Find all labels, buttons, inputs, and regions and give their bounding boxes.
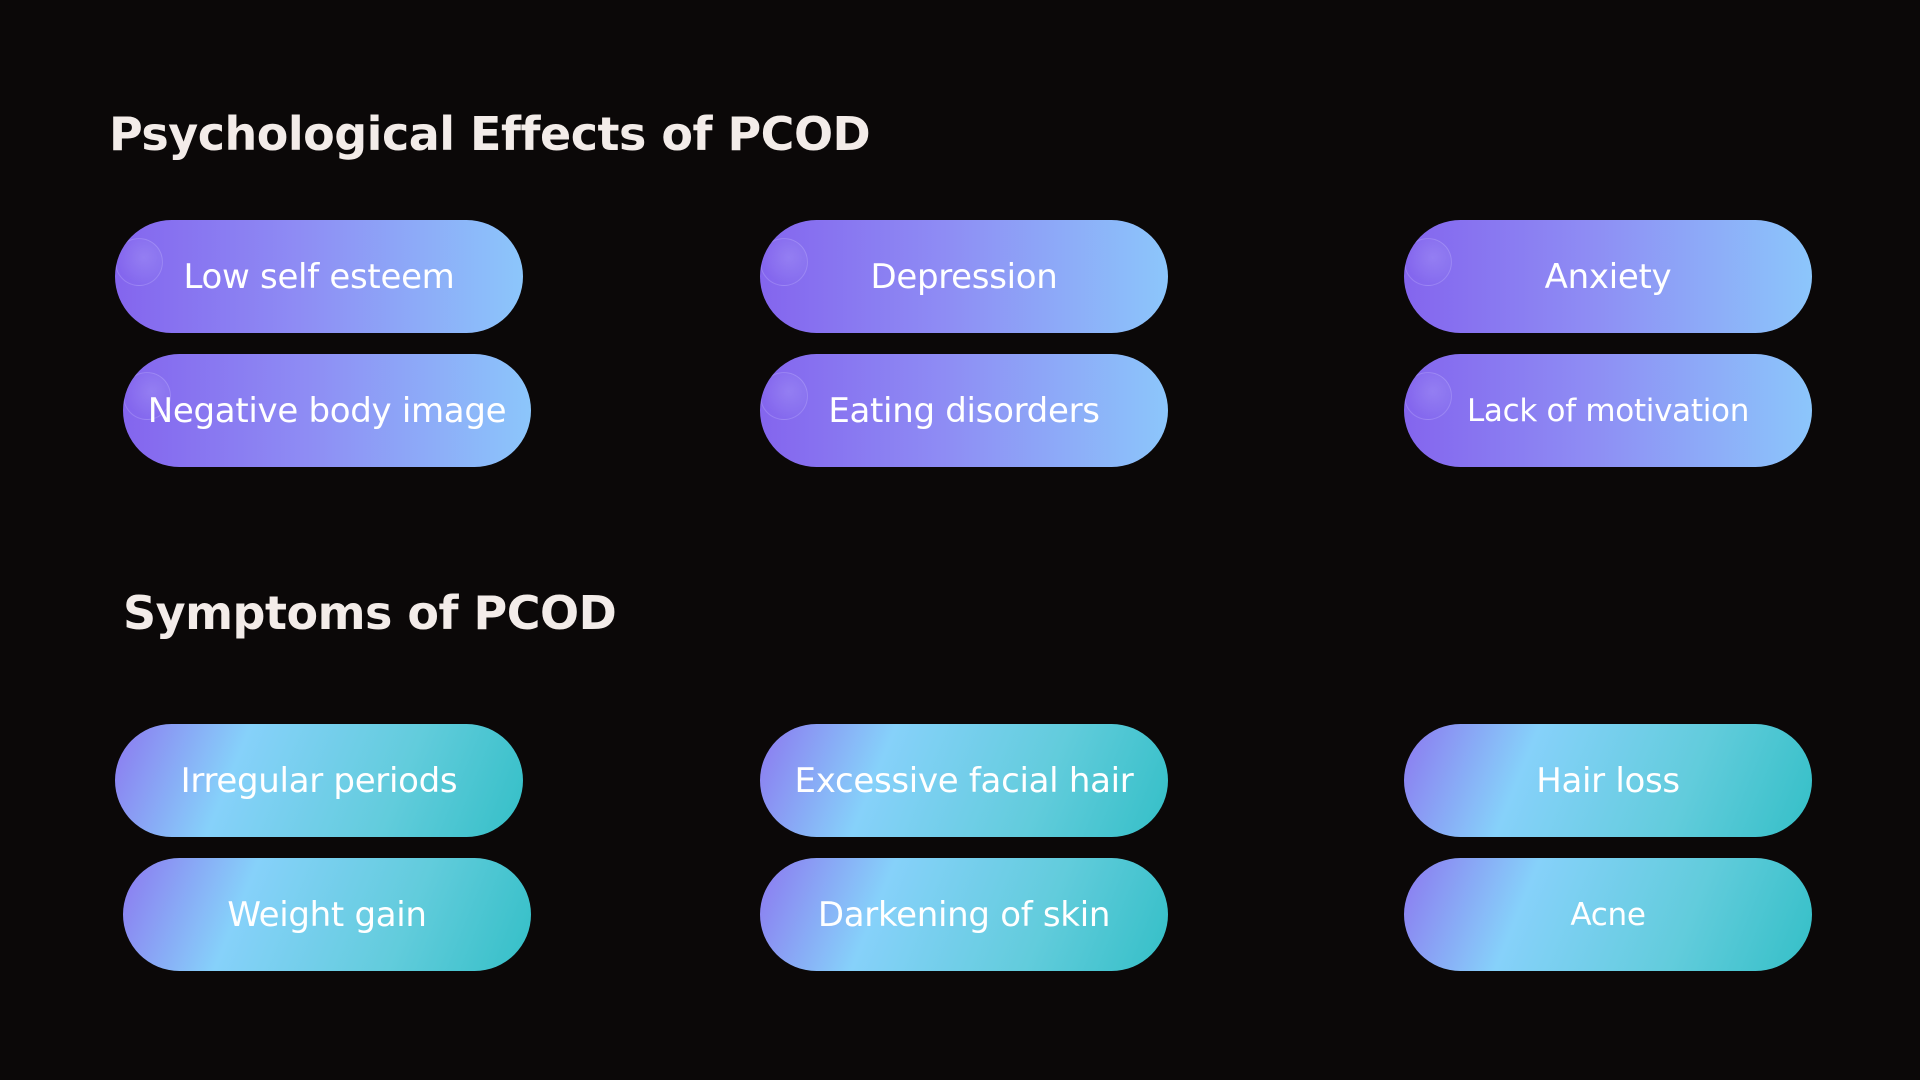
pill-excessive-facial-hair: Excessive facial hair xyxy=(760,724,1168,837)
pill-label: Low self esteem xyxy=(183,256,455,297)
pill-eating-disorders: Eating disorders xyxy=(760,354,1168,467)
pill-acne: Acne xyxy=(1404,858,1812,971)
pill-label: Lack of motivation xyxy=(1466,392,1750,429)
pill-label: Depression xyxy=(870,256,1058,297)
pill-darkening-of-skin: Darkening of skin xyxy=(760,858,1168,971)
pill-lack-of-motivation: Lack of motivation xyxy=(1404,354,1812,467)
pill-label: Excessive facial hair xyxy=(794,760,1134,801)
heading-psychological-effects: Psychological Effects of PCOD xyxy=(109,107,871,161)
pill-low-self-esteem: Low self esteem xyxy=(115,220,523,333)
pill-anxiety: Anxiety xyxy=(1404,220,1812,333)
pill-hair-loss: Hair loss xyxy=(1404,724,1812,837)
pill-depression: Depression xyxy=(760,220,1168,333)
pill-label: Acne xyxy=(1570,896,1646,933)
pill-label: Eating disorders xyxy=(828,390,1100,431)
pill-label: Negative body image xyxy=(147,390,507,431)
pill-negative-body-image: Negative body image xyxy=(123,354,531,467)
pill-label: Weight gain xyxy=(227,894,427,935)
pill-label: Hair loss xyxy=(1536,760,1680,801)
pill-label: Darkening of skin xyxy=(817,894,1111,935)
pill-irregular-periods: Irregular periods xyxy=(115,724,523,837)
heading-symptoms: Symptoms of PCOD xyxy=(123,586,617,640)
pill-weight-gain: Weight gain xyxy=(123,858,531,971)
pill-label: Anxiety xyxy=(1544,256,1672,297)
pill-label: Irregular periods xyxy=(180,760,458,801)
